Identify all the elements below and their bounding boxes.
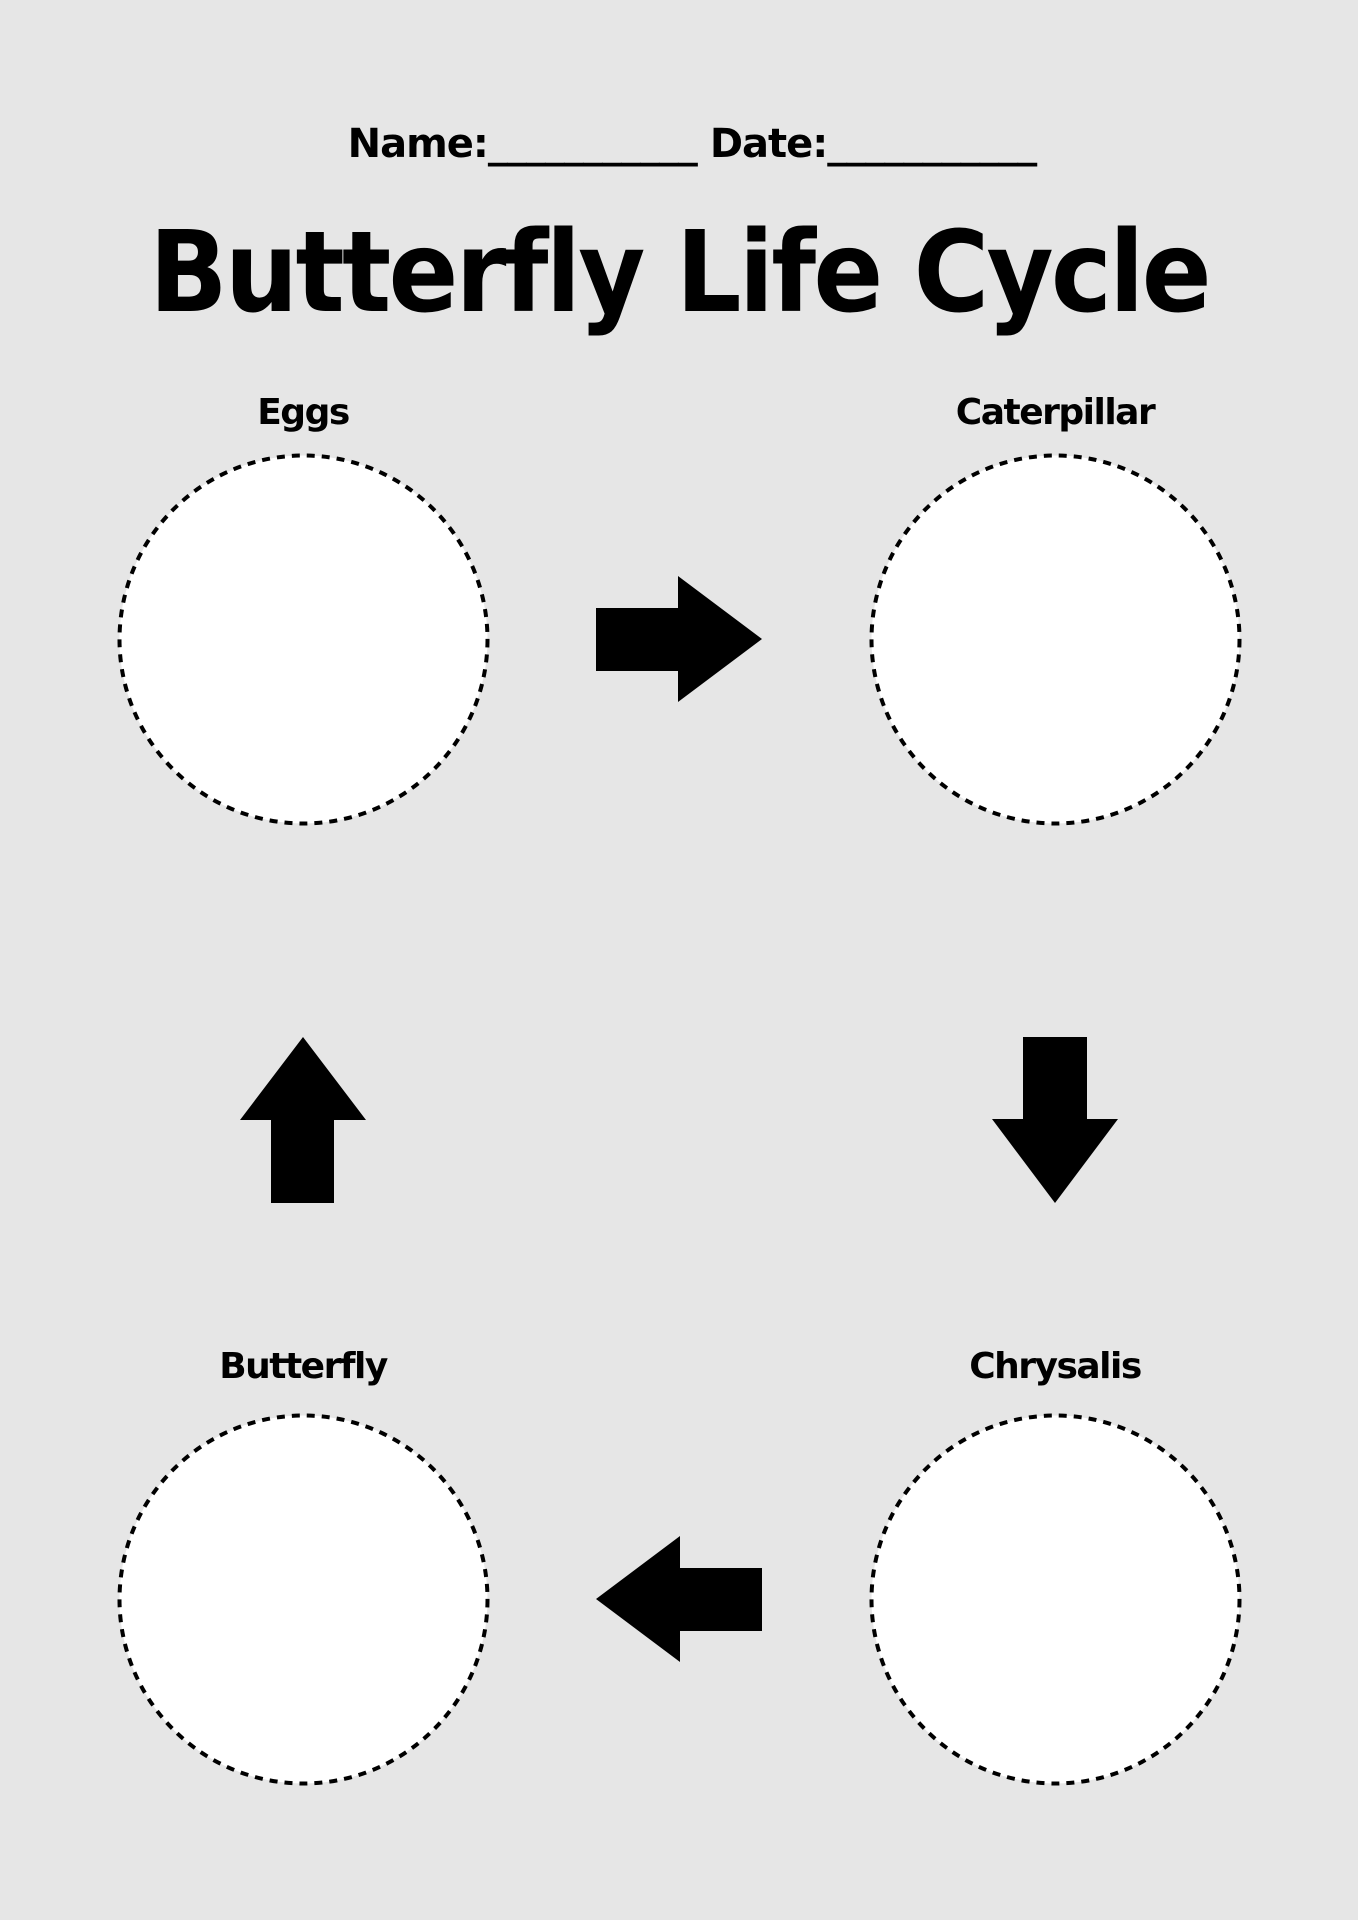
date-label: Date bbox=[709, 121, 813, 167]
dashed-circle-icon bbox=[869, 1413, 1242, 1786]
arrow-down-icon bbox=[992, 1037, 1118, 1203]
drawing-circle-eggs[interactable] bbox=[117, 453, 490, 826]
stage-label-chrysalis: Chrysalis bbox=[969, 1346, 1142, 1387]
name-label: Name bbox=[347, 121, 474, 167]
drawing-circle-chrysalis[interactable] bbox=[869, 1413, 1242, 1786]
drawing-circle-caterpillar[interactable] bbox=[869, 453, 1242, 826]
name-separator: : bbox=[472, 121, 489, 167]
drawing-circle-butterfly[interactable] bbox=[117, 1413, 490, 1786]
stage-label-caterpillar: Caterpillar bbox=[955, 392, 1156, 433]
dashed-circle-icon bbox=[117, 1413, 490, 1786]
dashed-circle-icon bbox=[869, 453, 1242, 826]
page-title: Butterfly Life Cycle bbox=[149, 208, 1211, 338]
stage-label-eggs: Eggs bbox=[257, 392, 350, 433]
date-separator: : bbox=[812, 121, 828, 167]
name-date-line: Name:___________ Date:___________ bbox=[0, 60, 1358, 172]
dashed-circle-icon bbox=[117, 453, 490, 826]
arrow-left-icon bbox=[596, 1536, 762, 1662]
arrow-right-icon bbox=[596, 576, 762, 702]
arrow-up-icon bbox=[240, 1037, 366, 1203]
name-blank[interactable]: ___________ bbox=[487, 121, 698, 167]
stage-label-butterfly: Butterfly bbox=[219, 1346, 388, 1387]
date-blank[interactable]: ___________ bbox=[827, 121, 1037, 167]
